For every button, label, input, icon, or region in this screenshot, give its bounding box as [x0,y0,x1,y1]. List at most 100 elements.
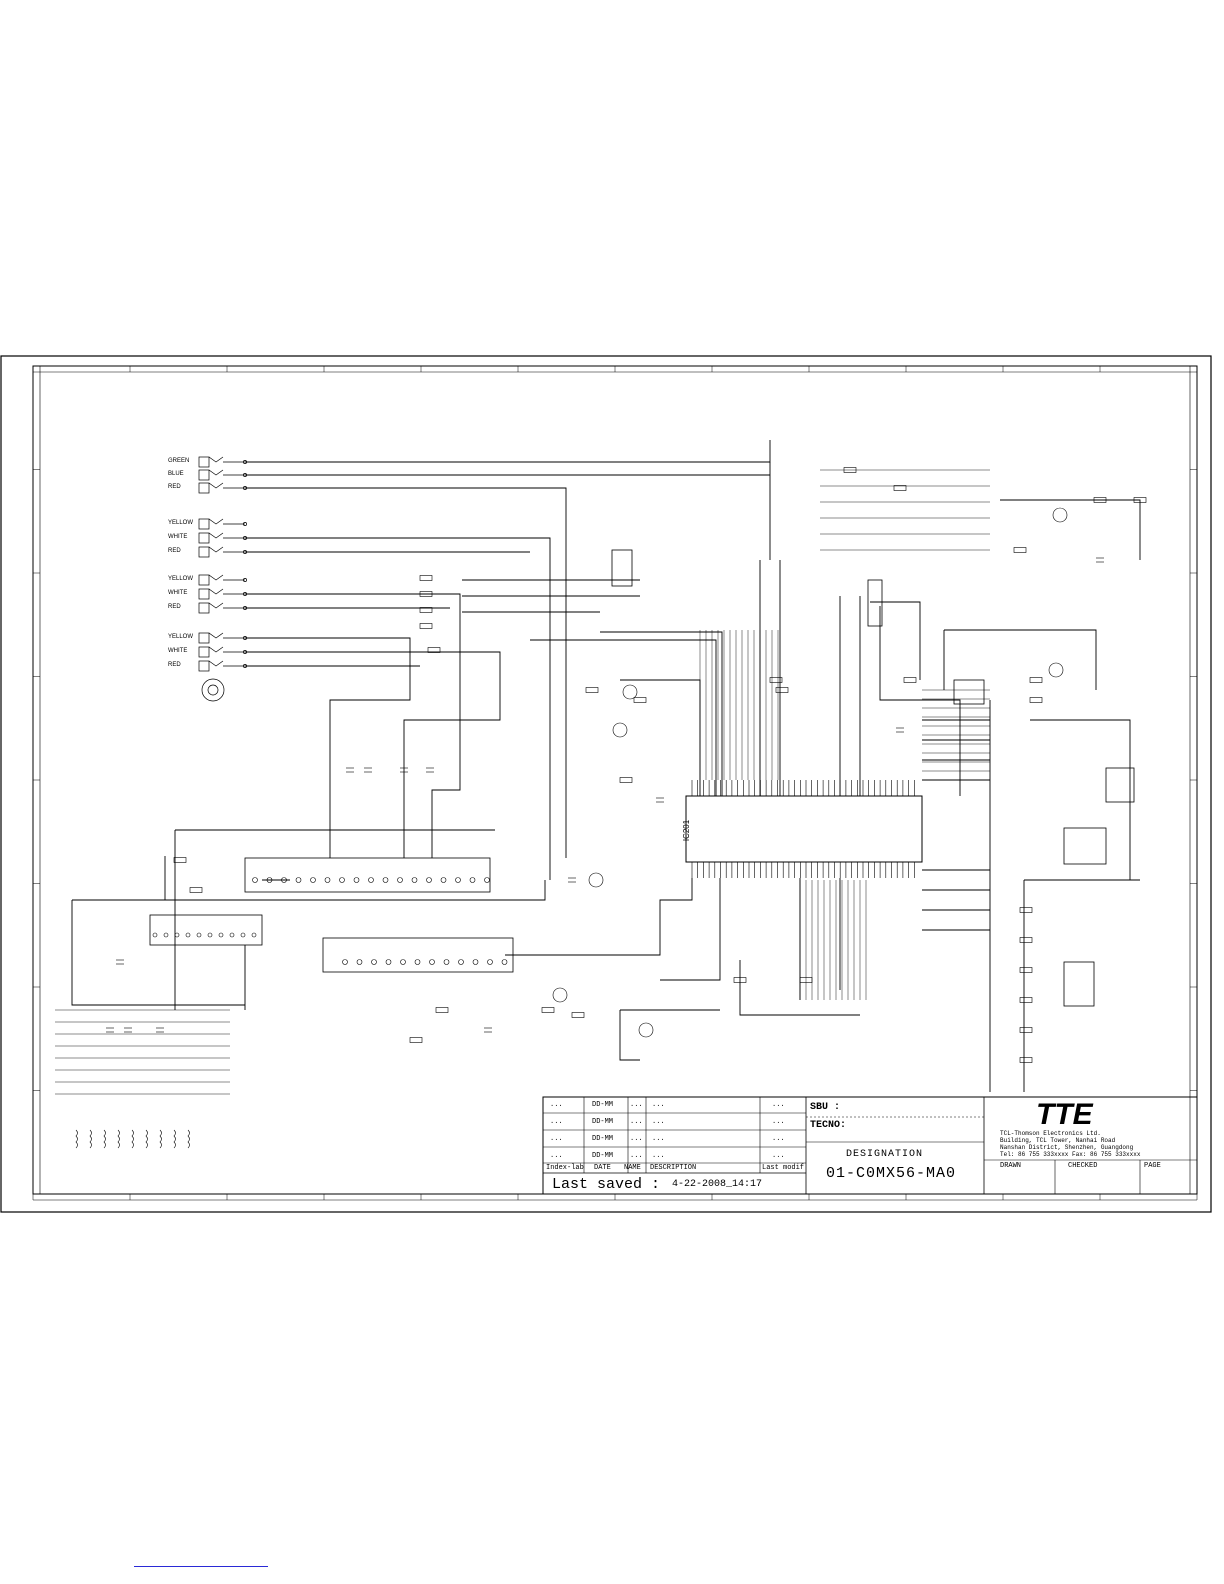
revision-header: DESCRIPTION [650,1164,697,1172]
resistor [1093,497,1107,503]
mini-din-connector [201,678,225,702]
revision-cell-date: DD-MM [592,1101,614,1109]
company-line: Tel: 86 755 333xxxx Fax: 86 755 333xxxx [1000,1151,1141,1158]
connector-pin [440,877,447,883]
input-jack-label: WHITE [168,534,188,540]
revision-cell-description: ... [652,1135,665,1143]
connector-pin [484,877,490,883]
coil-inductor [159,1129,162,1149]
revision-cell-description: ... [652,1152,665,1160]
connector-pin [472,959,479,965]
wire-trace [600,631,723,796]
wire-trace [619,1010,640,1061]
revision-cell-index: ... [550,1135,563,1143]
input-jack-label: WHITE [168,590,188,596]
title-sbu-label: SBU : [810,1102,841,1113]
title-designation-label: DESIGNATION [846,1149,924,1160]
transistor-outline [638,1022,654,1038]
company-line: Nanshan District, Shenzhen, Guangdong [1000,1144,1134,1151]
connector-pin [426,877,432,883]
input-jack-contact [208,632,224,639]
wire-trace [660,878,721,981]
connector-pin [400,959,406,965]
input-jack-contact [208,469,224,476]
resistor [1019,967,1033,973]
input-jack-label: WHITE [168,648,188,654]
resistor [1019,1027,1033,1033]
resistor [1013,547,1027,553]
revision-header: Index-lab [546,1164,584,1172]
title-page-label: PAGE [1144,1162,1161,1170]
wire-trace [870,601,921,680]
resistor [775,687,789,693]
schematic-components [75,467,1147,1149]
connector-pin [501,959,508,965]
relay-block [1063,961,1095,1007]
wire-trace [71,900,245,1006]
small-ic-right [953,679,985,705]
input-jack-node [243,522,247,526]
transistor-outline [552,987,568,1003]
connector-pin [414,959,421,965]
revision-cell-description: ... [652,1118,665,1126]
resistor [1029,697,1043,703]
connector-pin [196,932,202,938]
revision-cell-index: ... [550,1152,563,1160]
connector-pin [342,959,348,965]
resistor [843,467,857,473]
input-jack-contact [208,660,224,667]
wire-trace [1000,499,1141,560]
connector-pin [429,959,435,965]
title-drawn-label: DRAWN [1000,1162,1022,1170]
frame-zone-ticks [32,365,1198,1200]
input-jack-contact [208,574,224,581]
connector-pin [310,877,316,883]
revision-cell-date: DD-MM [592,1152,614,1160]
wire-trace [245,537,551,880]
wire-trace [739,960,860,1016]
connector-pin [353,877,360,883]
title-block-frame [542,1096,1198,1195]
input-jack-label: YELLOW [168,634,194,640]
coil-inductor [145,1129,148,1149]
resistor [1133,497,1147,503]
input-jack-label: RED [168,548,181,554]
revision-cell-name: ... [630,1135,643,1143]
connector-pin [324,877,331,883]
connector-pin [240,932,246,938]
input-jack-contact [208,646,224,653]
title-checked-label: CHECKED [1068,1162,1098,1170]
resistor [173,857,187,863]
wire-trace [879,606,900,701]
input-jack-contact [208,532,224,539]
company-line: Building, TCL Tower, Nanhai Road [1000,1137,1116,1144]
resistor [419,607,433,613]
coil-inductor [75,1129,78,1149]
resistor [541,1007,555,1013]
revision-cell-date: DD-MM [592,1118,614,1126]
connector-pin [469,877,476,883]
wire-trace [245,651,501,858]
last-saved-label: Last saved : [552,1176,661,1193]
connector-pin [455,877,461,883]
connector-pin [487,959,493,965]
revision-cell-date: DD-MM [592,1135,614,1143]
wire-trace [900,699,961,796]
revision-cell-modif: ... [772,1118,785,1126]
schematic-fine-wires [55,469,990,1095]
wire-trace [944,629,1097,690]
input-jack-body [198,660,210,672]
resistor [799,977,813,983]
last-saved-value: 4-22-2008_14:17 [672,1179,763,1190]
input-jack-body [198,482,210,494]
input-jack-label: RED [168,604,181,610]
resistor [571,1012,585,1018]
scart-pin-block-1 [1105,767,1135,803]
coil-inductor [131,1129,134,1149]
revision-cell-index: ... [550,1118,563,1126]
coil-inductor [89,1129,92,1149]
input-jack-body [198,574,210,586]
input-jack-contact [208,588,224,595]
scart-pin-block-2 [1063,827,1107,865]
